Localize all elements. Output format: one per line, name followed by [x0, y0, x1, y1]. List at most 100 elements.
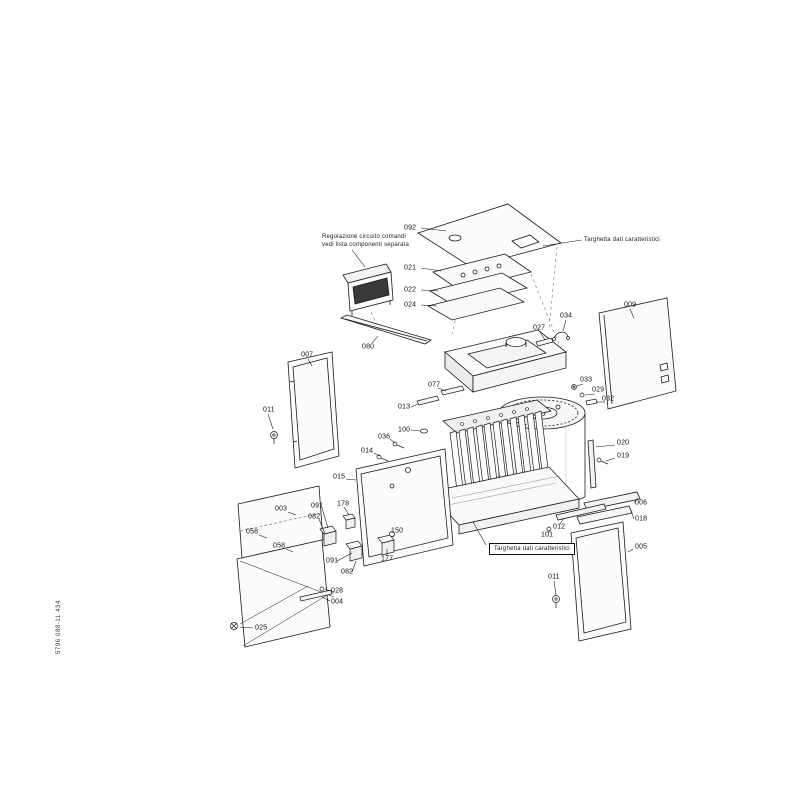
- part-label: 005: [635, 543, 648, 551]
- part-label: 058: [273, 542, 286, 550]
- leader-line: [547, 529, 551, 534]
- leader-line: [633, 497, 639, 504]
- nut-029: [579, 392, 585, 398]
- leader-line: [410, 429, 421, 432]
- document-number: 5796 088-11 434: [56, 600, 62, 654]
- explosion-axis-lines: [370, 246, 562, 350]
- part-label: 036: [378, 433, 391, 441]
- part-label: 027: [533, 324, 546, 332]
- leader-line: [392, 533, 396, 538]
- part-label: 082: [341, 568, 354, 576]
- display-module: [342, 263, 394, 316]
- air-box: [444, 329, 567, 393]
- nameplate-top: [511, 234, 540, 249]
- mounting-strip-080: [339, 314, 432, 345]
- leader-line: [321, 507, 329, 529]
- small-parts: [230, 331, 609, 630]
- leader-line: [321, 596, 331, 602]
- leader-line: [553, 580, 557, 596]
- part-label: 013: [398, 403, 411, 411]
- leader-line: [472, 521, 487, 546]
- leader-line: [318, 518, 326, 535]
- part-label: 021: [404, 264, 417, 272]
- part-label: 020: [617, 439, 630, 447]
- part-label: 022: [404, 286, 417, 294]
- part-label: 011: [548, 573, 560, 581]
- part-label: 003: [275, 505, 288, 513]
- sensor-strip-020: [587, 439, 597, 489]
- leader-line: [584, 393, 596, 396]
- part-label: 101: [541, 531, 554, 539]
- part-label: 082: [308, 513, 321, 521]
- part-label: 091: [311, 502, 324, 510]
- part-label: 091: [326, 557, 339, 565]
- leader-line: [576, 383, 584, 387]
- part-label: 080: [362, 343, 375, 351]
- part-label: 058: [246, 528, 259, 536]
- screw-025: [230, 622, 238, 630]
- part-label: 100: [398, 426, 411, 434]
- screw-019: [596, 457, 609, 465]
- part-label: 029: [592, 386, 605, 394]
- display-screen: [352, 277, 390, 305]
- leader-line: [324, 588, 331, 592]
- screw-036: [392, 441, 405, 449]
- part-label: Targhetta dati caratteristici: [584, 237, 660, 243]
- right-front-panel: [570, 521, 632, 642]
- screw-014: [376, 454, 389, 462]
- leader-line: [629, 308, 635, 319]
- part-label: 178: [337, 500, 350, 508]
- lock-right: [552, 595, 560, 608]
- clip-032: [585, 398, 598, 406]
- leader-line: [336, 552, 353, 562]
- part-label: 077: [428, 381, 441, 389]
- leader-line: [605, 457, 616, 462]
- leader-line: [351, 249, 366, 268]
- leader-line: [258, 534, 268, 539]
- leader-line: [267, 413, 274, 430]
- bracket-027: [535, 337, 554, 347]
- leader-line: [373, 452, 380, 457]
- leader-line: [539, 331, 546, 341]
- box-178: [342, 513, 356, 530]
- hose-034: [552, 331, 570, 341]
- part-label: 019: [617, 452, 630, 460]
- left-door-panel: [287, 351, 340, 469]
- part-label: 014: [361, 447, 374, 455]
- valve-box-c: [377, 534, 395, 556]
- leader-line: [559, 517, 565, 525]
- part-label: 150: [391, 527, 404, 535]
- trim-strips: [555, 491, 641, 525]
- rail-012: [555, 503, 607, 521]
- strip-004: [299, 589, 333, 602]
- part-label: 012: [553, 523, 566, 531]
- control-panel-stack: [426, 253, 532, 321]
- part-label: 032: [602, 395, 615, 403]
- leader-line: [371, 335, 379, 344]
- clip-028: [319, 586, 325, 592]
- rear-panel: [598, 297, 677, 410]
- front-panel: [355, 448, 454, 567]
- part-label: 033: [580, 376, 593, 384]
- leader-line: [630, 510, 635, 520]
- leader-line: [595, 444, 616, 448]
- leader-line: [562, 319, 567, 332]
- strip-077: [440, 385, 465, 396]
- part-label: vedi lista componenti separata: [322, 242, 410, 248]
- part-label: 024: [404, 301, 417, 309]
- oring-100: [420, 428, 428, 434]
- leader-line: [410, 403, 419, 408]
- leader-line: [239, 626, 254, 629]
- part-label: 015: [333, 473, 346, 481]
- part-label: 028: [331, 587, 344, 595]
- leader-line: [420, 304, 438, 307]
- part-label: 009: [624, 301, 637, 309]
- part-label: 007: [301, 351, 314, 359]
- leader-line: [420, 267, 442, 272]
- part-label: 004: [331, 598, 344, 606]
- lock-left: [270, 431, 278, 444]
- valve-box-b: [345, 540, 363, 562]
- leader-line: [420, 227, 447, 232]
